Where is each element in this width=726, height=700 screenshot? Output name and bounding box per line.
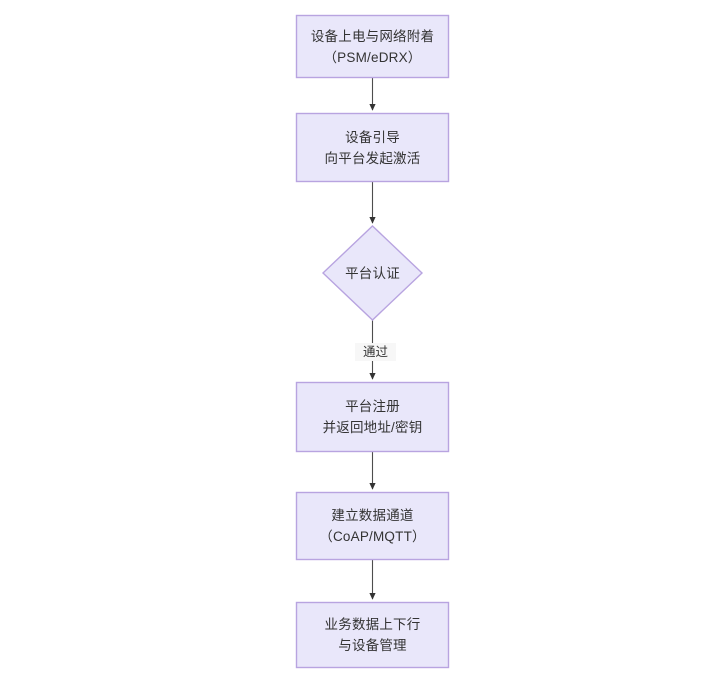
node-n2-shape[interactable] bbox=[295, 112, 450, 183]
node-n6-shape[interactable] bbox=[295, 601, 450, 669]
node-n5-shape[interactable] bbox=[295, 491, 450, 561]
edge-label-n3-n4: 通过 bbox=[355, 343, 396, 361]
node-n4-shape[interactable] bbox=[295, 381, 450, 453]
node-n1-shape[interactable] bbox=[295, 14, 450, 79]
node-n3-shape[interactable] bbox=[321, 225, 424, 321]
